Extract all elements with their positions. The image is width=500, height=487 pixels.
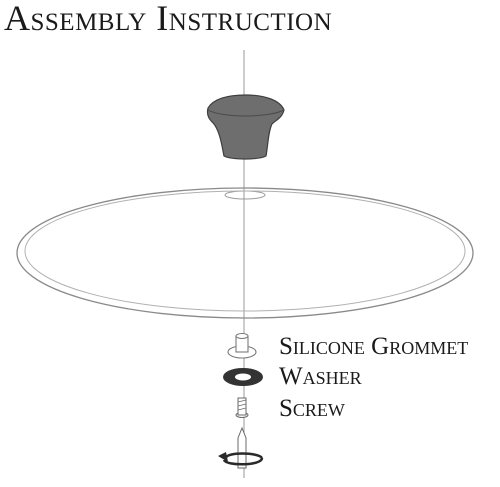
lid-hole: [224, 190, 266, 200]
washer: [223, 368, 263, 386]
label-silicone-grommet: Silicone Grommet: [279, 333, 469, 360]
knob: [206, 94, 285, 160]
diagram-title: Assembly Instruction: [4, 0, 333, 38]
glass-lid: [16, 187, 474, 319]
rotation-arrow-icon: [218, 452, 264, 466]
screw: [235, 397, 249, 418]
label-washer: Washer: [279, 363, 362, 390]
label-screw: Screw: [279, 395, 345, 422]
silicone-grommet: [227, 333, 257, 359]
screwdriver-tip: [237, 426, 247, 469]
